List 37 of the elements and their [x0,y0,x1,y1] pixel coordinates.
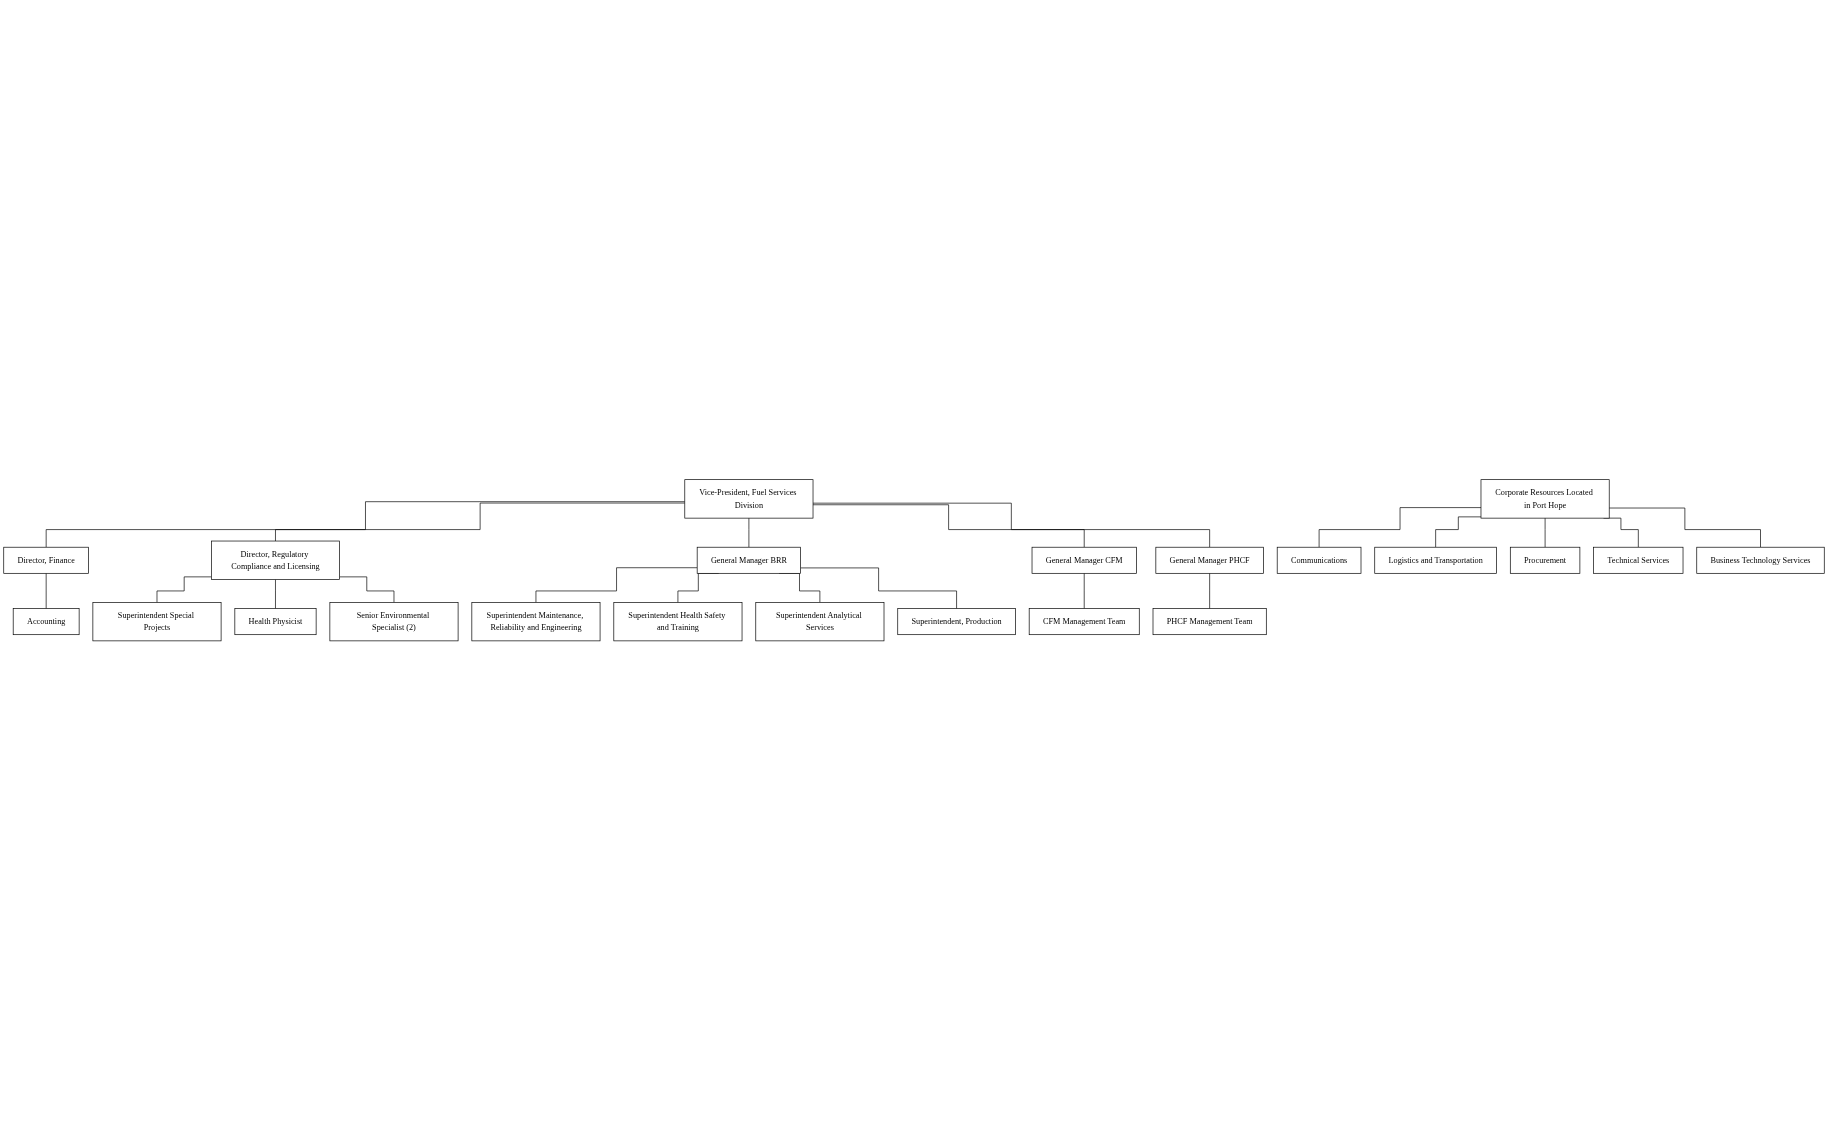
connector [1209,573,1210,610]
node-box: Vice-President, Fuel Services Division [684,479,814,519]
connector [45,501,686,548]
connector [45,573,47,610]
connector [800,567,957,610]
node-box: Accounting [12,608,80,636]
node-box: Business Technology Services [1696,547,1825,574]
node-box: Superintendent, Production [897,608,1016,636]
node-box: General Manager PHCF [1155,547,1264,574]
connector [275,579,276,610]
node-box: Director, Finance [3,547,89,574]
connector [812,503,1210,548]
node-box: Health Physicist [234,608,317,636]
connector [275,502,686,542]
node-box: PHCF Management Team [1152,608,1267,636]
node-box: Superintendent Maintenance, Reliability and Engineering [471,602,601,642]
node-box: CFM Management Team [1028,608,1140,636]
connector [1083,573,1085,610]
node-box: Superintendent Health Safety and Training [613,602,743,642]
node-box: Technical Services [1593,547,1684,574]
connector [339,576,395,603]
node-box: General Manager BRR [696,547,801,574]
node-box: General Manager CFM [1031,547,1137,574]
connector [535,567,698,603]
node-box: Corporate Resources Located in Port Hope [1480,479,1610,519]
node-box: Logistics and Transportation [1374,547,1497,574]
connector [156,576,212,603]
connector [1608,507,1761,548]
connector [1318,507,1482,548]
node-box: Director, Regulatory Compliance and Licensing [211,540,340,581]
node-box: Procurement [1509,547,1581,574]
connector [812,504,1085,548]
node-box: Superintendent Special Projects [92,602,222,642]
node-box: Communications [1276,547,1362,574]
connector [1435,516,1482,548]
node-box: Superintendent Analytical Services [755,602,885,642]
node-box: Senior Environmental Specialist (2) [329,602,459,642]
